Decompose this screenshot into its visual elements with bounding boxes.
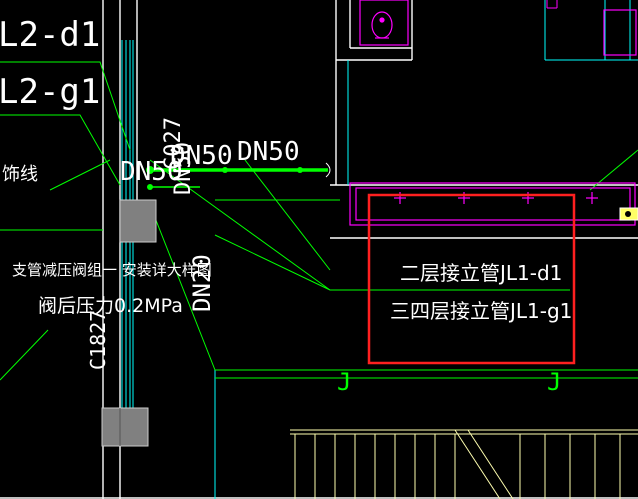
- dn20-rotated-label: DN20: [188, 254, 216, 312]
- post-valve-pressure: 阀后压力0.2MPa: [38, 295, 183, 317]
- reducing-valve-note: 支管减压阀组一 安装详大样图: [12, 261, 212, 279]
- dn50-rotated-label: DN50: [171, 142, 196, 195]
- structural-column-icon: [101, 199, 157, 447]
- j-marker-right: J: [547, 368, 561, 396]
- cyan-vertical-lines: [121, 0, 638, 499]
- green-leader-lines: [0, 61, 638, 381]
- dn50-label-overlap: DN50: [120, 157, 183, 187]
- decor-line-label: 饰线: [2, 164, 38, 185]
- magenta-vertical-lines: [546, 0, 558, 9]
- valve-icon[interactable]: [619, 207, 638, 221]
- riser-label-floor2: 二层接立管JL1-d1: [400, 261, 562, 285]
- c1827-label: C1827: [86, 310, 110, 370]
- stair-lines: [290, 429, 638, 499]
- dn50-label-b: DN50: [237, 137, 300, 167]
- magenta-fixtures: [349, 0, 637, 226]
- c027-label: C027: [161, 117, 186, 170]
- riser-label-floor34: 三四层接立管JL1-g1: [390, 299, 572, 323]
- washbasin-icon: [371, 11, 393, 39]
- dn50-label-a: DN50: [170, 141, 233, 171]
- highlight-box[interactable]: [367, 193, 576, 365]
- j-marker-left: J: [337, 368, 351, 396]
- pipe-label-second: L2-g1: [0, 72, 100, 112]
- pipe-label-top: L2-d1: [0, 15, 100, 55]
- dn50-main-pipe[interactable]: [146, 162, 331, 190]
